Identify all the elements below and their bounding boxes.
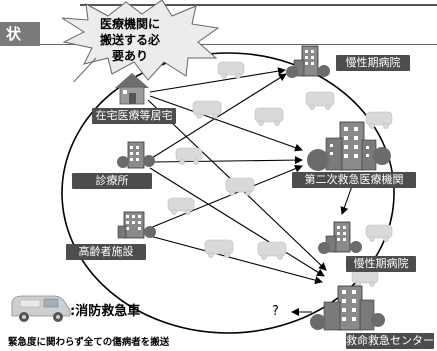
ambulance-legend-icon xyxy=(11,295,71,322)
ambulance-icon xyxy=(217,61,245,79)
label-clinic: 診療所 xyxy=(72,173,152,189)
transport-note: 緊急度に関わらず全ての傷病者を搬送 xyxy=(8,337,170,348)
ambulance-icon xyxy=(257,241,287,260)
callout-burst xyxy=(61,0,220,82)
ambulance-icon xyxy=(365,111,393,129)
callout-line-1: 医療機関に xyxy=(99,17,160,31)
label-chronic-hospital-top: 慢性期病院 xyxy=(336,55,410,71)
secondary-hospital-icon xyxy=(307,121,391,171)
ambulance-icon xyxy=(204,239,234,258)
ambulance-icon xyxy=(175,147,203,165)
chronic-hospital-top-icon xyxy=(286,45,330,78)
arrow-clinic-to-center xyxy=(149,167,325,277)
label-emergency-center: 救命救急センター xyxy=(346,333,434,349)
house-icon xyxy=(115,73,149,105)
ambulance-icon xyxy=(254,107,284,126)
arrow-home-to-chronic-top xyxy=(149,67,286,93)
label-chronic-hospital-mid: 慢性期病院 xyxy=(346,256,416,272)
ambulance-icon xyxy=(305,91,335,110)
callout-text: 医療機関に 搬送する必 要あり xyxy=(70,16,190,64)
ambulance-icon xyxy=(365,224,393,242)
label-secondary-emergency: 第二次救急医療機関 xyxy=(292,172,416,188)
ambulance-icon xyxy=(351,269,379,287)
arrow-home-to-secondary xyxy=(149,95,303,152)
label-home-care: 在宅医療等居宅 xyxy=(92,108,176,124)
ambulance-icon xyxy=(225,177,255,196)
header-rule-top xyxy=(80,4,437,6)
unknown-destination-marker: ? xyxy=(272,304,279,319)
ambulance-legend-label: :消防救急車 xyxy=(70,304,141,319)
callout-line-2: 搬送する必 xyxy=(99,33,160,47)
ambulance-icon xyxy=(167,197,195,215)
arrow-elderly-to-center xyxy=(149,235,323,285)
chronic-hospital-mid-icon xyxy=(318,221,362,254)
arrow-secondary-to-chronic-mid xyxy=(340,185,353,215)
header-rule-bottom xyxy=(40,44,437,45)
label-elderly-facility: 高齢者施設 xyxy=(66,244,146,260)
elderly-facility-icon xyxy=(117,211,156,239)
arrow-clinic-to-secondary xyxy=(151,156,303,165)
emergency-center-icon xyxy=(310,285,385,331)
section-tab: 状 xyxy=(0,22,40,46)
clinic-building-icon xyxy=(117,141,155,169)
callout-line-3: 要あり xyxy=(111,49,148,63)
arrow-elderly-to-secondary xyxy=(149,164,303,229)
arrow-clinic-to-chronic-top xyxy=(151,73,287,159)
ambulance-icon xyxy=(192,100,222,119)
